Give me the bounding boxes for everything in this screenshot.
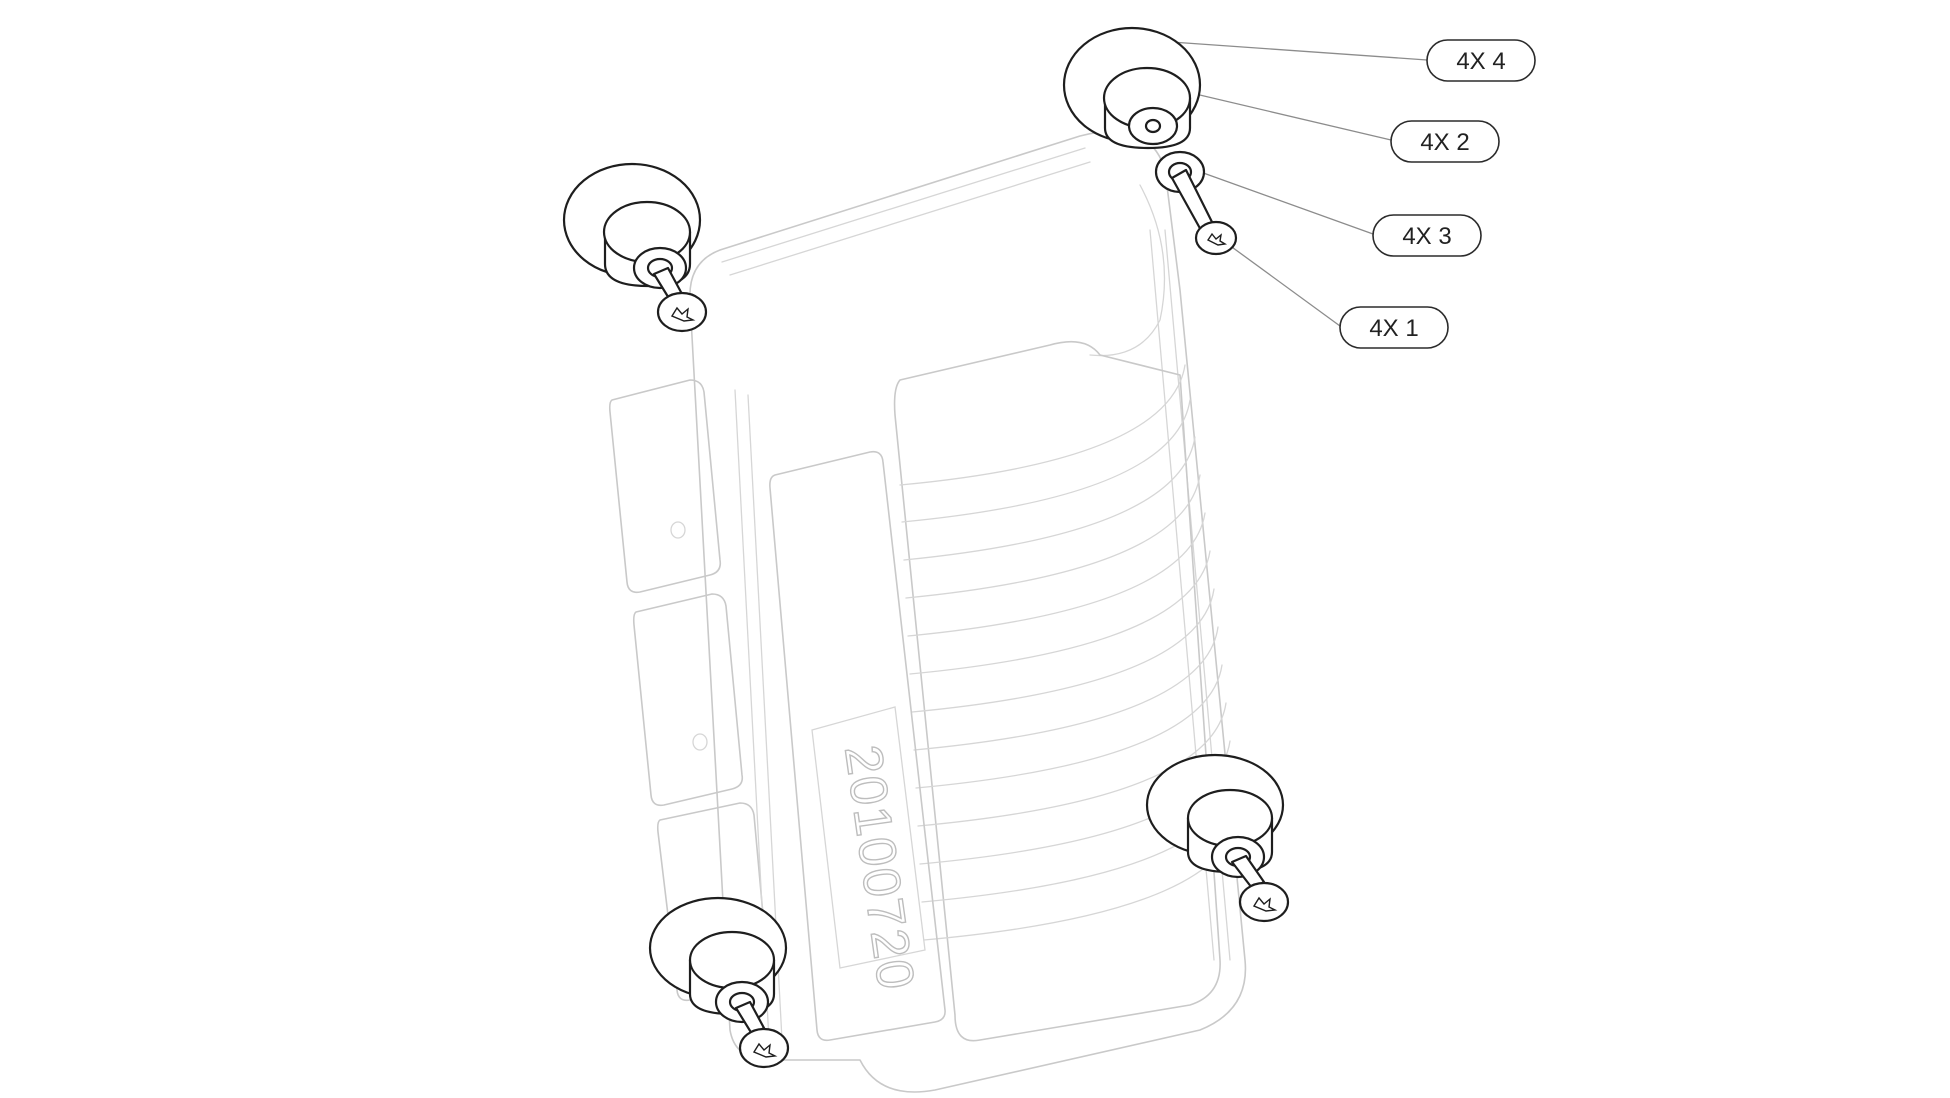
grommet-top — [688, 930, 776, 990]
leader-4x2 — [1169, 87, 1392, 141]
callout-label: 4X 2 — [1420, 129, 1469, 156]
callout-4x3: 4X 3 — [1372, 214, 1482, 257]
leader-4x4 — [1142, 39, 1428, 61]
mount-set-top-right — [1062, 26, 1238, 256]
leader-4x3 — [1194, 169, 1374, 235]
torx-drive-icon — [1252, 896, 1278, 912]
callout-label: 4X 3 — [1402, 223, 1451, 250]
heatsink-fins — [899, 364, 1239, 941]
housing-top-recess — [1089, 184, 1166, 357]
left-mount-tab-middle — [632, 593, 744, 807]
left-tab-hole-middle — [692, 733, 708, 751]
leader-lines — [1142, 39, 1428, 327]
torx-drive-icon — [670, 306, 696, 322]
mount-set-bottom-right — [1145, 753, 1290, 923]
screw-head — [656, 291, 708, 333]
screw-head — [1238, 881, 1290, 923]
torx-drive-icon — [1206, 232, 1228, 246]
label-plate-inner — [811, 706, 926, 969]
callout-label: 4X 4 — [1456, 48, 1505, 75]
callout-label: 4X 1 — [1369, 315, 1418, 342]
housing-stamp: 20100720 — [833, 742, 925, 995]
callout-4x1: 4X 1 — [1339, 306, 1449, 349]
callout-4x4: 4X 4 — [1426, 39, 1536, 82]
heatsink-block — [893, 340, 1221, 1042]
mount-set-bottom-left — [648, 896, 790, 1069]
housing-top-rim — [721, 147, 1091, 276]
grommet-bore-hole — [1144, 118, 1162, 134]
label-plate-frame — [769, 450, 946, 1042]
mount-set-top-left — [562, 162, 708, 333]
left-mount-tab-upper — [608, 379, 722, 594]
callout-4x2: 4X 2 — [1390, 120, 1500, 163]
torx-drive-icon — [752, 1042, 778, 1058]
leader-4x1 — [1224, 241, 1341, 327]
screw-head — [738, 1027, 790, 1069]
left-tab-hole-upper — [670, 521, 686, 539]
